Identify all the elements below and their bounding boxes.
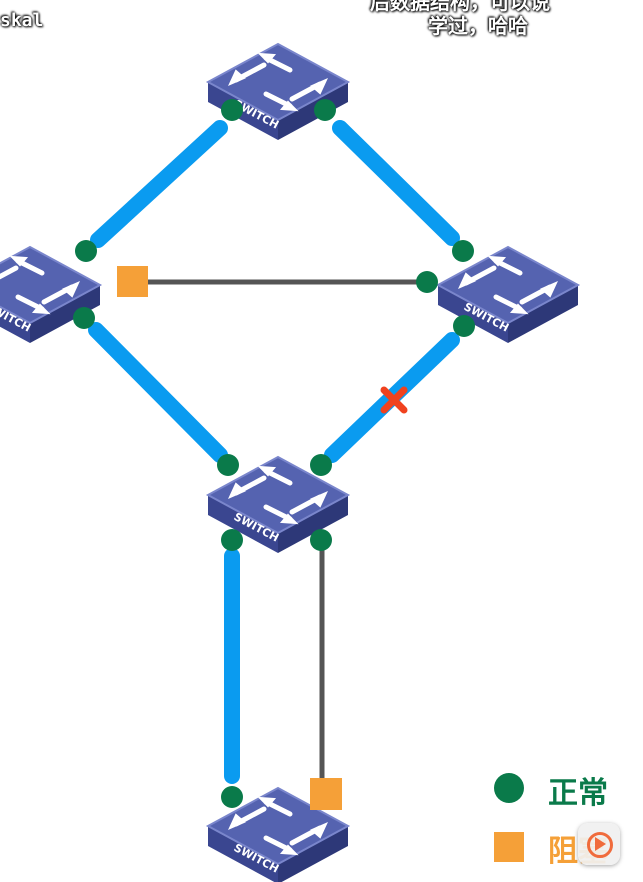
port-normal	[314, 99, 336, 121]
link-left-center	[88, 322, 228, 463]
port-blocked	[310, 778, 342, 810]
link-top-left	[90, 120, 228, 248]
cross-icon	[380, 386, 408, 414]
overlay-caption-line-2: 学过，哈哈	[428, 14, 528, 38]
port-normal	[221, 99, 243, 121]
port-normal	[217, 454, 239, 476]
legend-blocked-symbol	[494, 832, 524, 862]
port-normal	[453, 315, 475, 337]
port-blocked	[117, 266, 148, 297]
play-button[interactable]	[578, 823, 620, 865]
link-top-right	[332, 120, 460, 246]
switch-left: SWITCH	[0, 247, 100, 343]
port-normal	[73, 307, 95, 329]
legend-normal-symbol	[494, 773, 524, 803]
overlay-caption-line-1: 后数据结构，可以说	[370, 0, 550, 14]
port-normal	[310, 454, 332, 476]
play-icon	[587, 832, 613, 858]
overlay-caption-left: skal	[0, 10, 44, 31]
port-normal	[452, 240, 474, 262]
port-normal	[75, 240, 97, 262]
port-normal	[310, 529, 332, 551]
port-normal	[221, 529, 243, 551]
switch-top: SWITCH	[208, 44, 348, 140]
port-normal	[221, 786, 243, 808]
legend-normal-label: 正常	[548, 776, 608, 811]
port-normal	[416, 271, 438, 293]
